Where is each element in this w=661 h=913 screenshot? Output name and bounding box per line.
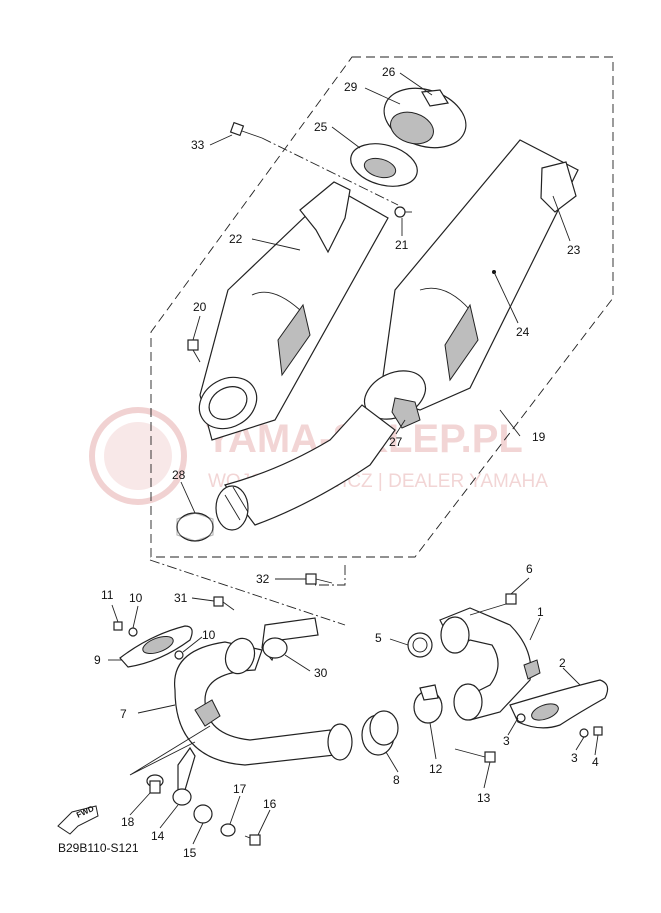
callout-28: 28 xyxy=(172,468,186,482)
callout-7: 7 xyxy=(120,707,127,721)
bolt-11 xyxy=(113,621,123,631)
bolt-32 xyxy=(305,573,333,585)
pipe-27 xyxy=(215,397,421,531)
watermark-logo xyxy=(89,407,187,505)
callout-29: 29 xyxy=(344,80,358,94)
callout-13: 13 xyxy=(477,791,491,805)
bolt-20 xyxy=(187,339,201,363)
callout-9: 9 xyxy=(94,653,101,667)
bolt-31 xyxy=(213,596,235,611)
callout-24: 24 xyxy=(516,325,530,339)
callout-20: 20 xyxy=(193,300,207,314)
bracket-14 xyxy=(172,746,196,806)
callout-19: 19 xyxy=(532,430,546,444)
clamp-12 xyxy=(413,684,443,724)
callout-27: 27 xyxy=(389,435,403,449)
callout-5: 5 xyxy=(375,631,382,645)
washer-17 xyxy=(220,823,236,837)
end-cap-29 xyxy=(383,87,467,149)
callout-22: 22 xyxy=(229,232,243,246)
callout-14: 14 xyxy=(151,829,165,843)
sleeve-28 xyxy=(176,512,214,542)
callout-21: 21 xyxy=(395,238,409,252)
callout-25: 25 xyxy=(314,120,328,134)
collar-18 xyxy=(146,774,164,794)
header-pipe-1 xyxy=(439,607,541,721)
callout-8: 8 xyxy=(393,773,400,787)
damper-15 xyxy=(193,804,213,824)
bolt-4 xyxy=(593,726,603,736)
fwd-arrow-icon: FWD xyxy=(57,804,99,835)
callout-16: 16 xyxy=(263,797,277,811)
callout-30: 30 xyxy=(314,666,328,680)
washer-10a xyxy=(128,627,138,637)
callout-labels: 1 2 3 3 4 5 6 7 8 9 10 10 11 12 13 14 15… xyxy=(94,65,599,860)
header-pipe-7 xyxy=(174,637,353,766)
silencer-22 xyxy=(198,181,389,441)
assembly-boundary xyxy=(150,56,614,558)
callout-6: 6 xyxy=(526,562,533,576)
callout-2: 2 xyxy=(559,656,566,670)
callout-10b: 10 xyxy=(202,628,216,642)
bolt-33 xyxy=(229,121,263,139)
bracket-30 xyxy=(261,617,319,662)
bolt-6 xyxy=(505,593,517,605)
callout-4: 4 xyxy=(592,755,599,769)
callout-15: 15 xyxy=(183,846,197,860)
callout-32: 32 xyxy=(256,572,270,586)
rivet-21 xyxy=(394,206,412,218)
callout-26: 26 xyxy=(382,65,396,79)
diagram-code: B29B110-S121 xyxy=(58,841,139,855)
bolt-16 xyxy=(244,834,261,846)
callout-10a: 10 xyxy=(129,591,143,605)
heat-protector-9 xyxy=(119,625,193,668)
gasket-25 xyxy=(350,143,418,187)
protector-2 xyxy=(509,679,609,729)
sleeve-8 xyxy=(361,710,399,756)
silencer-24 xyxy=(363,139,579,420)
washer-10b xyxy=(174,650,184,660)
callout-12: 12 xyxy=(429,762,443,776)
callout-17: 17 xyxy=(233,782,247,796)
callout-3b: 3 xyxy=(571,751,578,765)
bolt-13 xyxy=(454,748,496,763)
callout-33: 33 xyxy=(191,138,205,152)
callout-1: 1 xyxy=(537,605,544,619)
callout-11: 11 xyxy=(101,588,114,602)
callout-31: 31 xyxy=(174,591,188,605)
callout-23: 23 xyxy=(567,243,581,257)
callout-18: 18 xyxy=(121,815,135,829)
gasket-5 xyxy=(407,632,433,658)
leader-lines xyxy=(108,72,599,845)
washer-3a xyxy=(516,713,526,723)
washer-3b xyxy=(579,728,589,738)
callout-3a: 3 xyxy=(503,734,510,748)
